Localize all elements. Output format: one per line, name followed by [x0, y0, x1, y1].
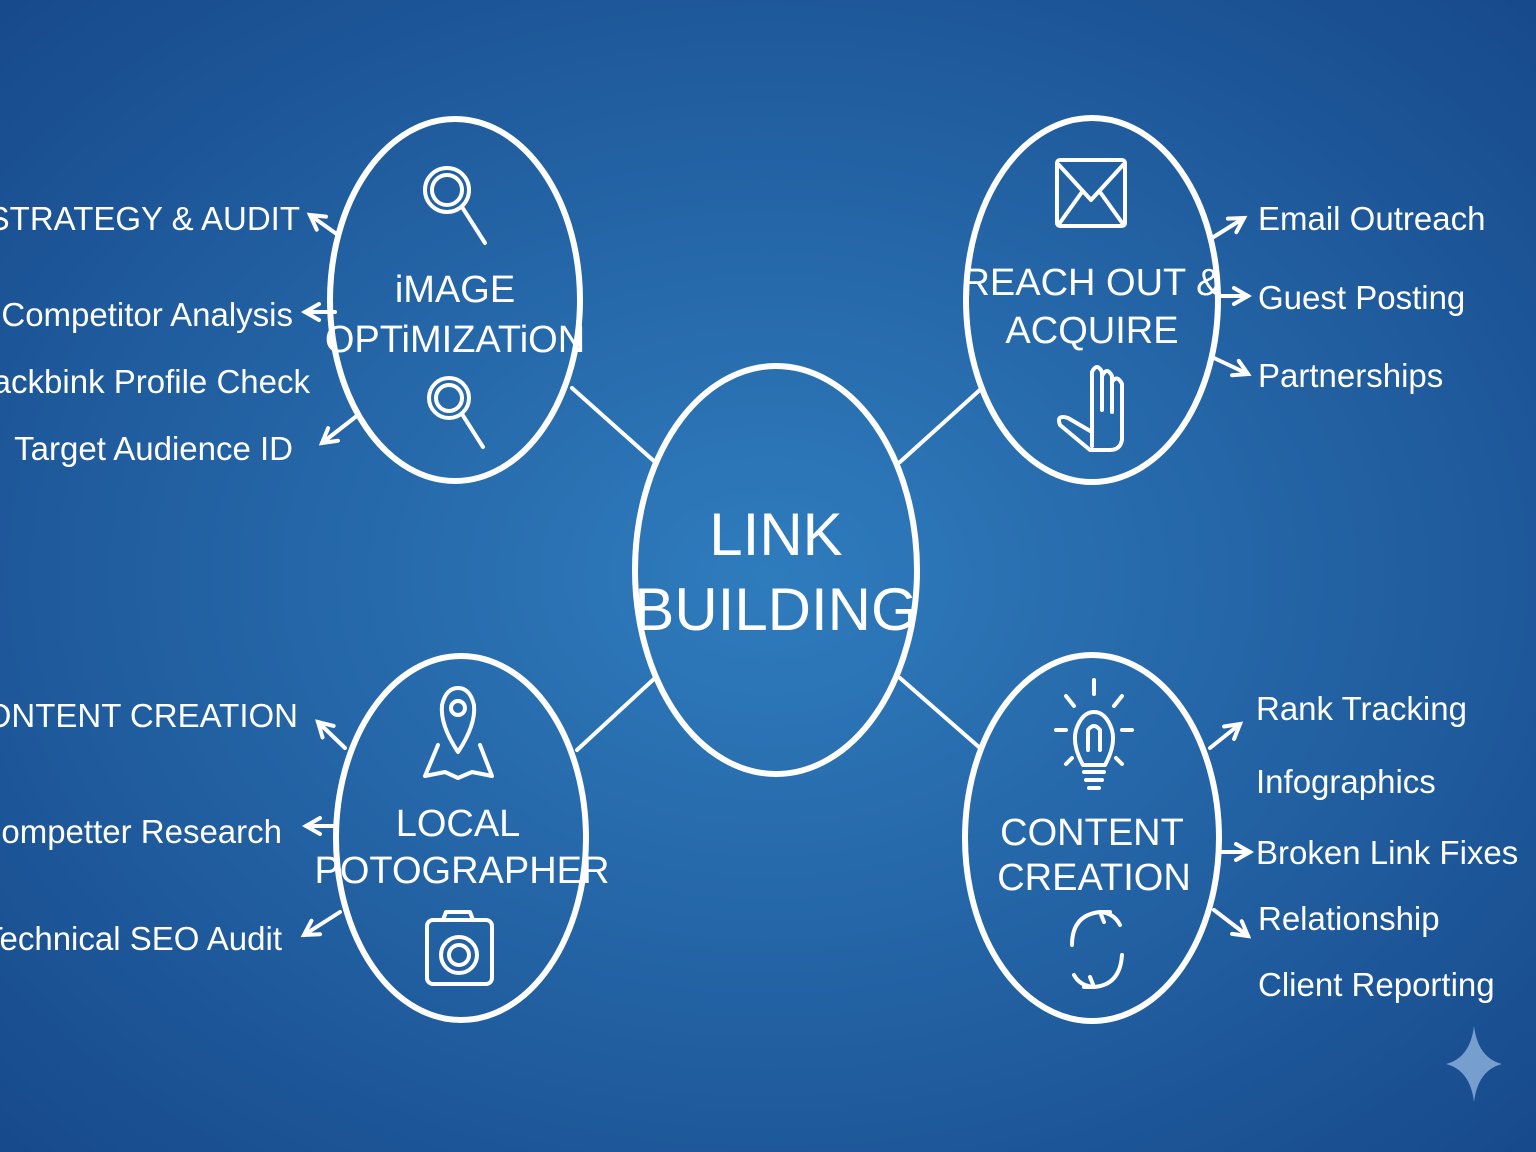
center-node: LINK BUILDING — [632, 363, 920, 777]
branch-label: Partnerships — [1258, 357, 1443, 394]
branch-label: Client Reporting — [1258, 966, 1495, 1003]
envelope-icon — [1055, 158, 1127, 228]
node-reach-out-acquire: REACH OUT & ACQUIRE Email Outreach Guest… — [962, 115, 1485, 485]
node-image-optimization: iMAGE OPTiMIZATiON STRATEGY & AUDIT Comp… — [0, 116, 585, 484]
map-pin-icon — [423, 686, 494, 780]
branch-label: Infographics — [1256, 763, 1436, 800]
node-title-line1: CONTENT — [1000, 812, 1184, 854]
branch-label: Backbink Profile Check — [0, 363, 310, 400]
branch-label: CONTENT CREATION — [0, 697, 298, 734]
branch-label: Competitor Analysis — [1, 296, 293, 333]
node-title-line2: POTOGRAPHER — [315, 850, 610, 892]
node-title-line1: iMAGE — [395, 269, 515, 311]
node-title-line2: ACQUIRE — [1005, 310, 1178, 352]
branch-label: Target Audience ID — [14, 430, 293, 467]
node-title-line2: OPTiMIZATiON — [325, 319, 585, 361]
connectors — [570, 386, 984, 752]
node-local-photographer: LOCAL POTOGRAPHER CONTENT CREATION Compe… — [0, 653, 610, 1023]
lightbulb-icon — [1054, 678, 1134, 790]
node-title-line2: CREATION — [997, 857, 1191, 899]
magnifier-icon — [427, 376, 485, 449]
node-title-line1: REACH OUT & — [962, 262, 1221, 304]
branch-label: Email Outreach — [1258, 200, 1485, 237]
arrows — [300, 212, 360, 446]
branch-label: Competter Research — [0, 813, 282, 850]
refresh-icon — [1070, 910, 1124, 989]
branch-label: Broken Link Fixes — [1256, 834, 1518, 871]
hand-icon — [1057, 365, 1124, 452]
arrows — [300, 719, 347, 938]
branch-label: STRATEGY & AUDIT — [0, 200, 300, 237]
branch-label: Technical SEO Audit — [0, 920, 282, 957]
node-title-line1: LOCAL — [396, 803, 521, 845]
center-title-line2: BUILDING — [634, 576, 917, 643]
branch-label: Guest Posting — [1258, 279, 1465, 316]
sparkle-icon — [1446, 1026, 1502, 1102]
branch-label: Rank Tracking — [1256, 690, 1467, 727]
node-content-creation: CONTENT CREATION Rank Tracking Infograph… — [962, 652, 1518, 1024]
camera-icon — [425, 910, 494, 986]
arrows — [1208, 721, 1255, 939]
center-title-line1: LINK — [709, 501, 842, 568]
arrows — [1210, 215, 1253, 378]
magnifier-icon — [423, 166, 487, 245]
branch-label: Relationship — [1258, 900, 1440, 937]
